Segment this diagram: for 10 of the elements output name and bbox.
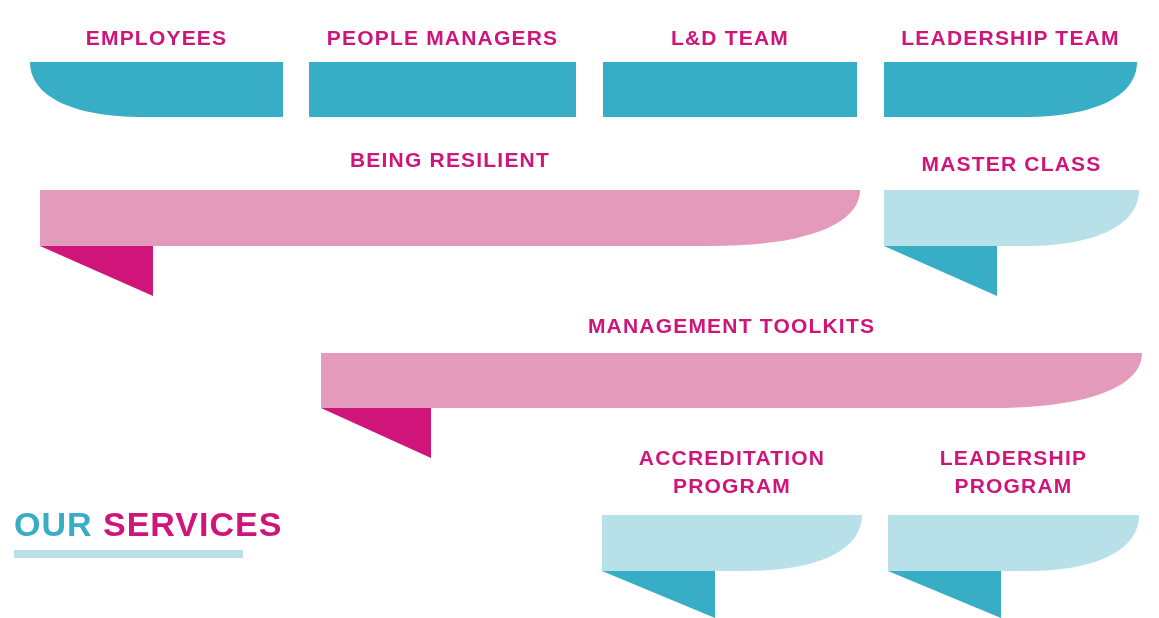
banner-heading: BEING RESILIENT: [349, 147, 551, 173]
banner-heading: EMPLOYEES: [84, 25, 229, 51]
banner-heading: LEADERSHIP TEAM: [900, 25, 1121, 51]
banner-heading: MANAGEMENT TOOLKITS: [586, 313, 877, 339]
banner-heading: ACCREDITATION PROGRAM: [637, 445, 827, 499]
title: OUR SERVICES: [14, 505, 283, 544]
banner-heading: PEOPLE MANAGERS: [325, 25, 560, 51]
banner-heading: L&D TEAM: [669, 25, 791, 51]
banner-heading: MASTER CLASS: [920, 151, 1103, 177]
banner-heading: LEADERSHIP PROGRAM: [938, 445, 1089, 499]
